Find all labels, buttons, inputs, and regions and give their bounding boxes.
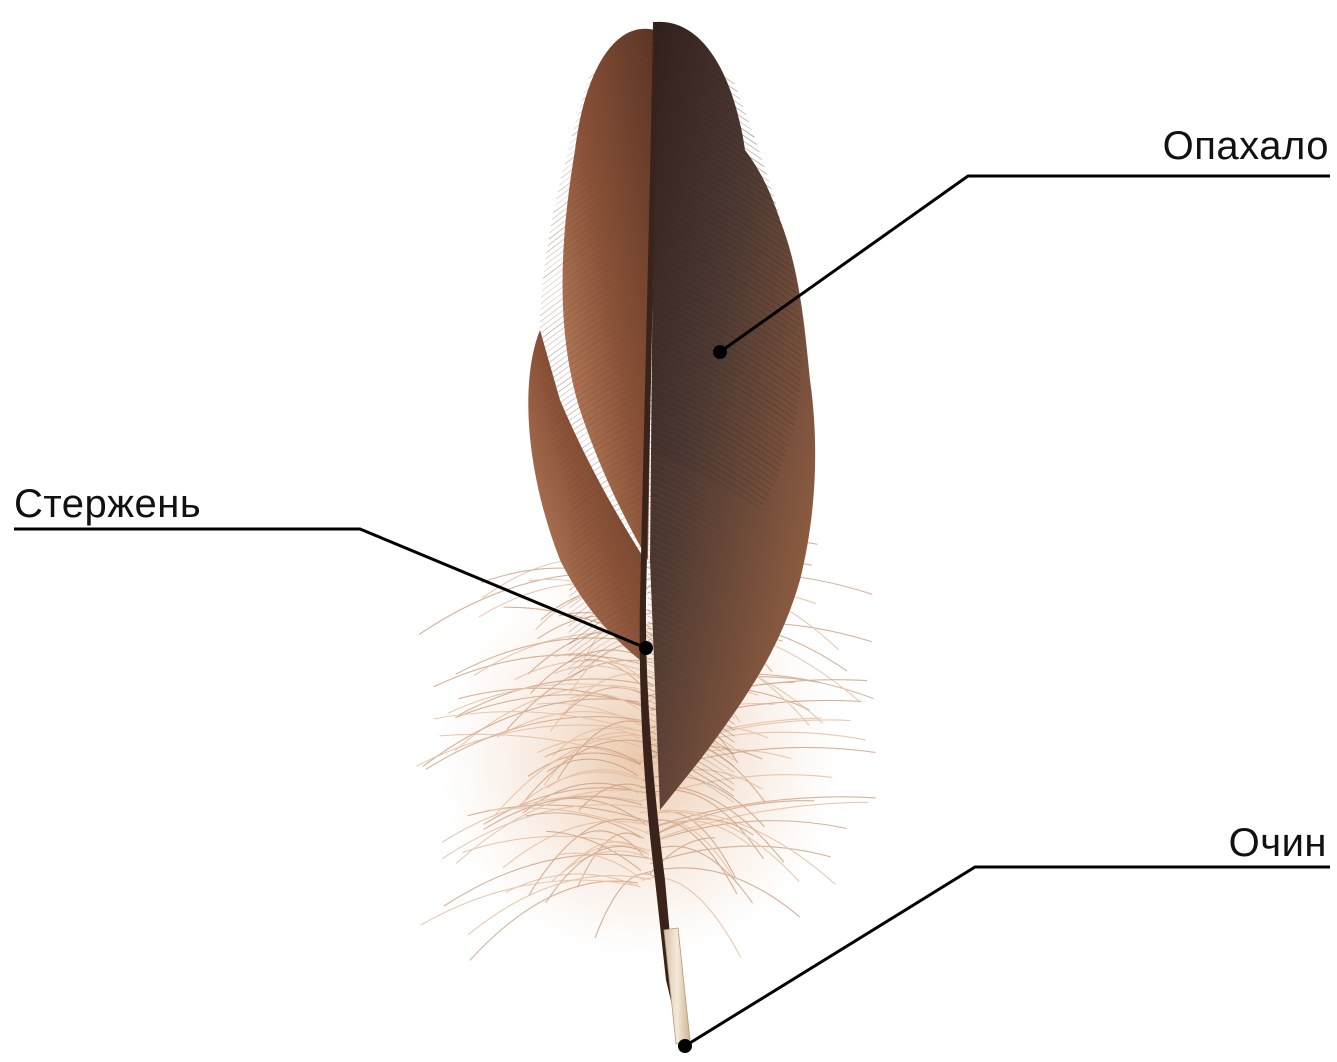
label-shaft: Стержень — [14, 484, 201, 524]
leader-dot-shaft — [639, 641, 653, 655]
leader-dot-vane — [713, 345, 727, 359]
label-calamus: Очин — [1229, 823, 1327, 863]
leader-dot-calamus — [678, 1039, 692, 1053]
label-vane: Опахало — [1163, 126, 1329, 166]
leader-line-vane — [720, 176, 1330, 352]
